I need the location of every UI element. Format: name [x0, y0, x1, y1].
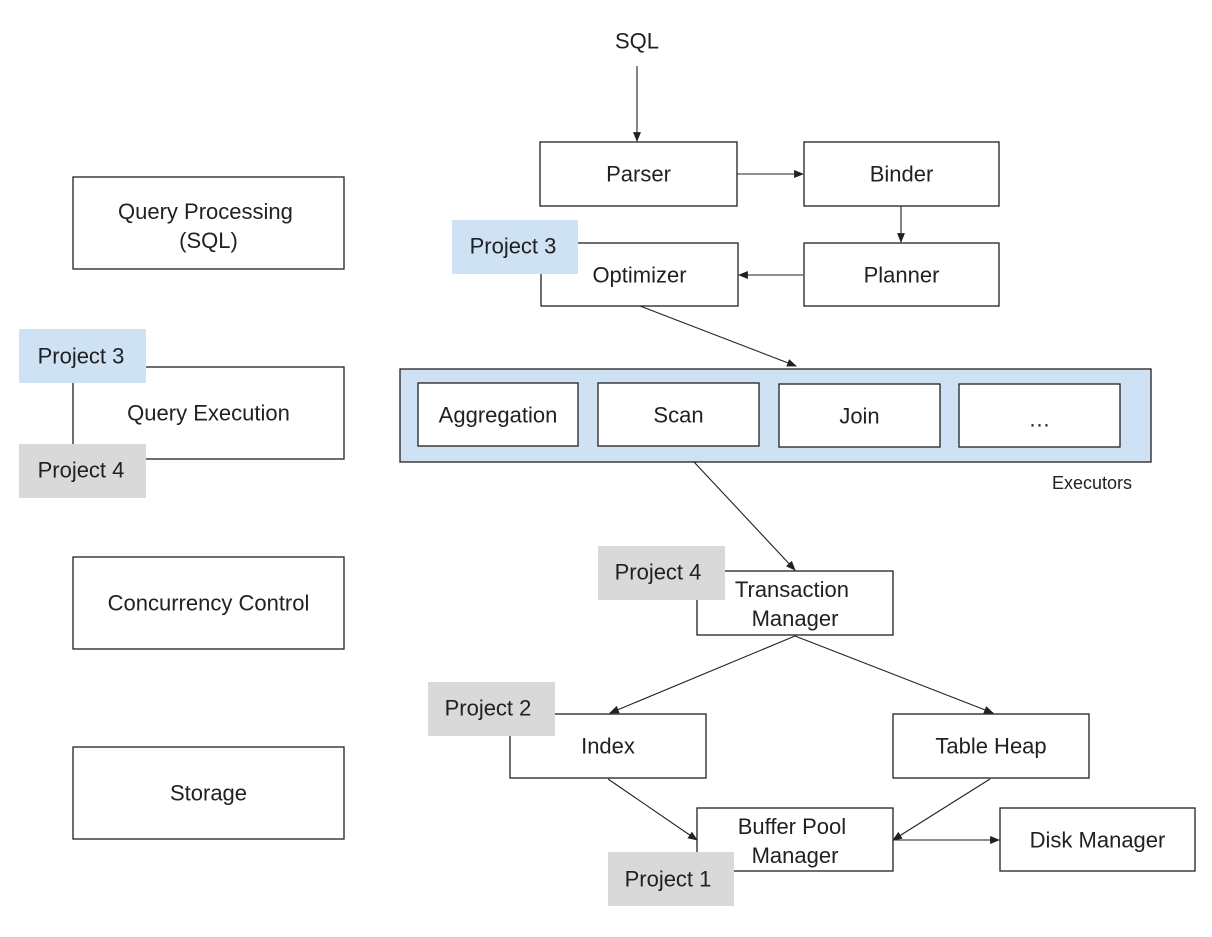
executor-more: … [958, 383, 1121, 448]
edge-transaction-manager-index [609, 635, 796, 714]
transaction-manager-node: Transaction Manager [696, 570, 894, 636]
svg-text:Project 1: Project 1 [625, 867, 712, 892]
aggregation-label: Aggregation [439, 403, 558, 428]
svg-text:Project 2: Project 2 [445, 696, 532, 721]
edge-transaction-manager-table-heap [794, 635, 994, 714]
disk-manager-node: Disk Manager [999, 807, 1196, 872]
binder-label: Binder [870, 162, 934, 187]
parser-node: Parser [539, 141, 738, 207]
table-heap-label: Table Heap [935, 734, 1046, 759]
project-tag-transaction-manager: Project 4 [598, 546, 725, 600]
edges [607, 66, 1000, 844]
executor-aggregation: Aggregation [417, 382, 579, 447]
layer-query-execution-label: Query Execution [127, 401, 290, 426]
svg-text:Project 4: Project 4 [615, 560, 702, 585]
layer-query-processing: Query Processing (SQL) [72, 176, 345, 270]
svg-text:Project 3: Project 3 [38, 344, 125, 369]
sql-input-label: SQL [615, 29, 659, 54]
planner-node: Planner [803, 242, 1000, 307]
project-tag-buffer-pool-manager: Project 1 [608, 852, 734, 906]
parser-label: Parser [606, 162, 671, 187]
layer-storage-label: Storage [170, 781, 247, 806]
join-label: Join [839, 404, 879, 429]
index-node: Index [509, 713, 707, 779]
buffer-pool-manager-label: Buffer Pool Manager [738, 814, 853, 868]
planner-label: Planner [864, 263, 940, 288]
layer-concurrency-control: Concurrency Control [72, 556, 345, 650]
layer-query-execution: Query Execution [72, 366, 345, 460]
svg-text:Project 4: Project 4 [38, 458, 125, 483]
edge-index-buffer-pool [607, 778, 698, 841]
layer-storage: Storage [72, 746, 345, 840]
transaction-manager-label: Transaction Manager [735, 577, 855, 631]
project-tag-query-execution-bottom: Project 4 [19, 444, 146, 498]
edge-table-heap-buffer-pool [892, 778, 991, 841]
executors-caption: Executors [1052, 473, 1132, 493]
executor-join: Join [778, 383, 941, 448]
edge-optimizer-executors [639, 305, 797, 367]
scan-label: Scan [653, 403, 703, 428]
layer-query-processing-label: Query Processing (SQL) [118, 199, 299, 253]
optimizer-label: Optimizer [592, 263, 686, 288]
executors-container: Aggregation Scan Join … [399, 368, 1152, 463]
project-tag-query-execution-top: Project 3 [19, 329, 146, 383]
project-tag-index: Project 2 [428, 682, 555, 736]
table-heap-node: Table Heap [892, 713, 1090, 779]
layer-concurrency-control-label: Concurrency Control [108, 591, 310, 616]
index-label: Index [581, 734, 635, 759]
edge-scan-transaction-manager [679, 446, 796, 571]
executor-scan: Scan [597, 382, 760, 447]
binder-node: Binder [803, 141, 1000, 207]
svg-text:Project 3: Project 3 [470, 234, 557, 259]
more-executors-label: … [1029, 407, 1051, 432]
project-tag-optimizer: Project 3 [452, 220, 578, 274]
disk-manager-label: Disk Manager [1030, 828, 1166, 853]
